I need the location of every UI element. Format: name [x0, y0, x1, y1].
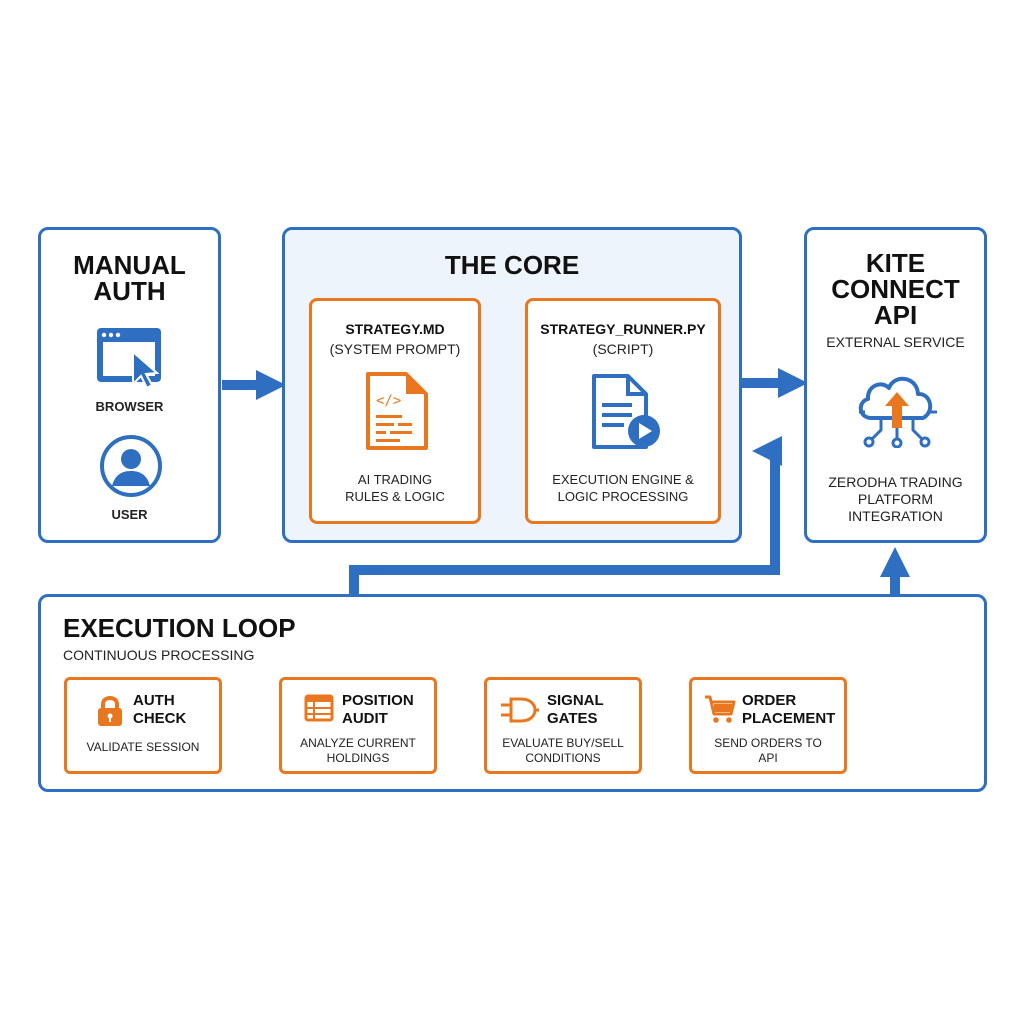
kite-desc-line1: ZERODHA TRADING — [828, 474, 963, 490]
cloud-upload-icon — [858, 377, 937, 448]
browser-cursor-icon — [97, 328, 161, 390]
strategy-md-desc-line1: AI TRADING — [357, 472, 433, 487]
strategy-md-title: STRATEGY.MD — [345, 321, 445, 337]
core-panel: THE CORE STRATEGY.MD (SYSTEM PROMPT) </>… — [282, 227, 742, 543]
kite-connect-panel: KITE CONNECT API EXTERNAL SERVICE ZERODH… — [804, 227, 987, 543]
strategy-runner-desc-line1: EXECUTION ENGINE & — [552, 472, 694, 487]
step-auth-check-desc: VALIDATE SESSION — [86, 740, 200, 754]
step-signal-gates-desc-line2: CONDITIONS — [525, 751, 601, 765]
core-title: THE CORE — [444, 250, 580, 280]
kite-title-line2: CONNECT — [831, 274, 960, 304]
strategy-runner-subtitle: (SCRIPT) — [592, 341, 654, 357]
step-auth-check: AUTH CHECK VALIDATE SESSION — [64, 677, 222, 774]
step-signal-gates-title-line2: GATES — [547, 710, 598, 727]
step-order-placement-desc-line2: API — [758, 751, 778, 765]
step-order-placement: ORDER PLACEMENT SEND ORDERS TO API — [689, 677, 847, 774]
step-auth-check-title-line2: CHECK — [133, 710, 187, 727]
strategy-runner-title: STRATEGY_RUNNER.PY — [540, 321, 706, 337]
logic-gate-icon — [501, 697, 539, 723]
execution-loop-title: EXECUTION LOOP — [63, 613, 296, 643]
script-run-icon — [592, 374, 660, 449]
step-order-placement-title-line2: PLACEMENT — [742, 710, 836, 727]
step-position-audit-desc-line1: ANALYZE CURRENT — [300, 736, 416, 750]
kite-desc-line2: PLATFORM — [857, 491, 934, 507]
step-auth-check-title-line1: AUTH — [133, 692, 175, 709]
strategy-md-subtitle: (SYSTEM PROMPT) — [329, 341, 461, 357]
strategy-md-card: STRATEGY.MD (SYSTEM PROMPT) </> AI TRADI… — [309, 298, 481, 524]
step-signal-gates: SIGNAL GATES EVALUATE BUY/SELL CONDITION… — [484, 677, 642, 774]
step-order-placement-title-line1: ORDER — [742, 692, 797, 709]
step-order-placement-desc-line1: SEND ORDERS TO — [714, 736, 822, 750]
execution-loop-panel: EXECUTION LOOP CONTINUOUS PROCESSING AUT… — [38, 594, 987, 792]
kite-subtitle: EXTERNAL SERVICE — [826, 334, 965, 350]
cart-icon — [705, 695, 736, 723]
manual-auth-title-line1: MANUAL — [73, 250, 186, 280]
step-position-audit-title-line2: AUDIT — [342, 710, 388, 727]
browser-label: BROWSER — [95, 399, 164, 414]
step-position-audit-title-line1: POSITION — [342, 692, 414, 709]
step-signal-gates-desc-line1: EVALUATE BUY/SELL — [502, 736, 624, 750]
strategy-runner-desc-line2: LOGIC PROCESSING — [557, 489, 689, 504]
step-signal-gates-title-line1: SIGNAL — [547, 692, 604, 709]
user-icon — [100, 435, 162, 497]
manual-auth-panel: MANUAL AUTH BROWSER USER — [38, 227, 221, 543]
svg-text:</>: </> — [376, 393, 401, 409]
manual-auth-title-line2: AUTH — [93, 276, 166, 306]
step-position-audit-desc-line2: HOLDINGS — [326, 751, 390, 765]
user-label: USER — [111, 507, 148, 522]
code-file-icon: </> — [366, 372, 428, 450]
step-position-audit: POSITION AUDIT ANALYZE CURRENT HOLDINGS — [279, 677, 437, 774]
kite-title-line3: API — [873, 300, 918, 330]
strategy-runner-card: STRATEGY_RUNNER.PY (SCRIPT) EXECUTION EN… — [525, 298, 721, 524]
lock-icon — [98, 696, 122, 726]
execution-loop-subtitle: CONTINUOUS PROCESSING — [63, 647, 255, 663]
kite-title-line1: KITE — [865, 248, 926, 278]
kite-desc-line3: INTEGRATION — [848, 508, 943, 524]
strategy-md-desc-line2: RULES & LOGIC — [345, 489, 445, 504]
table-icon — [304, 694, 334, 722]
